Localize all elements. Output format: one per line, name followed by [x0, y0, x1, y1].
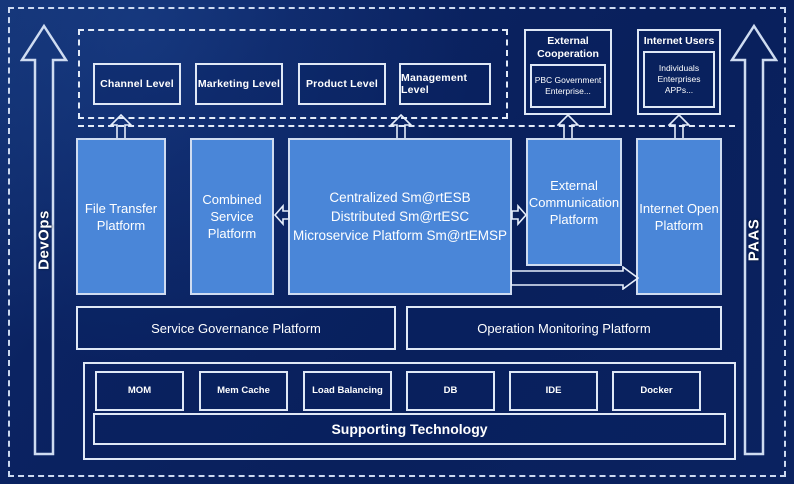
internet-users-box[interactable]: Internet Users Individuals Enterprises A…	[637, 29, 721, 115]
external-cooperation-detail: PBC Government Enterprise...	[530, 64, 606, 108]
tech-box-mom[interactable]: MOM	[95, 371, 184, 411]
combined-service-platform-box[interactable]: Combined Service Platform	[190, 138, 274, 295]
integration-line-3: Microservice Platform Sm@rtEMSP	[293, 228, 507, 243]
tech-box-db[interactable]: DB	[406, 371, 495, 411]
tech-label: Docker	[640, 385, 673, 396]
level-label: Management Level	[401, 72, 468, 96]
integration-line-2: Distributed Sm@rtESC	[330, 209, 470, 224]
connector-arrow-up-channel	[110, 114, 132, 140]
internet-users-detail: Individuals Enterprises APPs...	[643, 51, 715, 108]
supporting-technology-bar[interactable]: Supporting Technology	[93, 413, 726, 445]
tech-box-ide[interactable]: IDE	[509, 371, 598, 411]
internet-users-title: Internet Users	[643, 35, 715, 47]
service-governance-platform-box[interactable]: Service Governance Platform	[76, 306, 396, 350]
level-box-management[interactable]: Management Level	[399, 63, 491, 105]
external-communication-platform-box[interactable]: External Communication Platform	[526, 138, 622, 266]
external-cooperation-title: External Cooperation	[537, 35, 599, 60]
platform-label: Combined Service Platform	[202, 192, 262, 241]
arrow-right-to-external-communication	[511, 203, 528, 227]
tech-label: Mem Cache	[217, 385, 270, 396]
integration-platform-box[interactable]: Centralized Sm@rtESB Distributed Sm@rtES…	[288, 138, 512, 295]
paas-arrow: PAAS	[730, 22, 778, 458]
arrow-left-to-combined-service	[273, 203, 290, 227]
arrow-right-to-internet-open-platform	[511, 266, 639, 290]
level-box-channel[interactable]: Channel Level	[93, 63, 181, 105]
business-platform-divider	[78, 125, 735, 127]
tech-label: Load Balancing	[312, 385, 383, 396]
tech-box-docker[interactable]: Docker	[612, 371, 701, 411]
devops-label: DevOps	[35, 210, 53, 270]
level-label: Product Level	[305, 78, 379, 90]
connector-arrow-up-management	[390, 114, 412, 140]
platform-label: External Communication Platform	[528, 177, 620, 227]
level-box-marketing[interactable]: Marketing Level	[195, 63, 283, 105]
tech-box-mem-cache[interactable]: Mem Cache	[199, 371, 288, 411]
file-transfer-platform-box[interactable]: File Transfer Platform	[76, 138, 166, 295]
platform-label: File Transfer Platform	[84, 200, 158, 233]
tech-label: DB	[443, 385, 458, 396]
level-box-product[interactable]: Product Level	[298, 63, 386, 105]
connector-arrow-up-external-cooperation	[557, 114, 579, 140]
business-levels-dashed-frame	[78, 29, 508, 119]
internet-open-platform-box[interactable]: Internet Open Platform	[636, 138, 722, 295]
integration-line-1: Centralized Sm@rtESB	[329, 190, 471, 205]
tech-box-load-balancing[interactable]: Load Balancing	[303, 371, 392, 411]
management-bar-label: Operation Monitoring Platform	[477, 320, 651, 336]
operation-monitoring-platform-box[interactable]: Operation Monitoring Platform	[406, 306, 722, 350]
external-cooperation-box[interactable]: External Cooperation PBC Government Ente…	[524, 29, 612, 115]
level-label: Marketing Level	[197, 78, 281, 90]
tech-label: MOM	[127, 385, 152, 396]
paas-label: PAAS	[745, 218, 763, 262]
devops-arrow: DevOps	[20, 22, 68, 458]
connector-arrow-up-internet-users	[668, 114, 690, 140]
outer-dashed-frame	[8, 7, 786, 477]
tech-label: IDE	[545, 385, 562, 396]
platform-label: Internet Open Platform	[639, 200, 719, 233]
level-label: Channel Level	[100, 78, 174, 90]
management-bar-label: Service Governance Platform	[151, 320, 321, 336]
supporting-technology-label: Supporting Technology	[331, 421, 488, 437]
